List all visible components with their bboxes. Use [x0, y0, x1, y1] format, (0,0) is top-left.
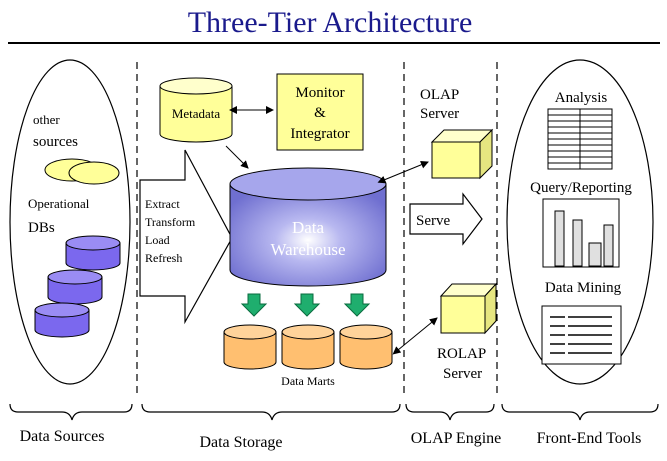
tier-front-end-tools: Front-End Tools — [537, 430, 642, 447]
integrator-label: Integrator — [290, 126, 349, 142]
tools-ellipse — [506, 59, 654, 385]
brace-engine — [405, 403, 495, 421]
tier-olap-engine: OLAP Engine — [411, 430, 502, 447]
other-source-ellipse-2 — [68, 161, 120, 185]
operational-db-1 — [65, 235, 121, 271]
sources-ellipse — [9, 59, 131, 385]
rolap-server-label: Server — [443, 366, 482, 382]
brace-frontend — [501, 403, 659, 421]
operational-db-2 — [47, 269, 103, 305]
brace-sources — [9, 403, 133, 421]
other-label: other — [33, 112, 60, 127]
down-arrow-1 — [240, 293, 268, 317]
monitor-label: Monitor — [295, 85, 344, 101]
data-mart-3 — [339, 324, 393, 370]
operational-db-3 — [34, 302, 90, 338]
warehouse-label: Warehouse — [270, 240, 345, 259]
warehouse-olap-arrow — [377, 160, 429, 184]
query-reporting-label: Query/Reporting — [530, 180, 632, 196]
monitor-integrator-box — [276, 73, 364, 151]
data-marts-label: Data Marts — [281, 374, 335, 388]
document-icon — [541, 305, 622, 365]
refresh-label: Refresh — [145, 251, 182, 265]
dbs-label: DBs — [28, 220, 55, 236]
sources-label: sources — [33, 134, 78, 150]
data-label: Data — [292, 218, 325, 237]
tier-data-sources: Data Sources — [20, 428, 105, 445]
marts-rolap-arrow — [392, 317, 438, 355]
data-mart-1 — [223, 324, 277, 370]
tier-data-storage: Data Storage — [199, 434, 282, 451]
serve-label: Serve — [416, 213, 450, 229]
down-arrow-3 — [343, 293, 371, 317]
brace-storage — [141, 403, 401, 421]
load-label: Load — [145, 233, 170, 247]
analysis-label: Analysis — [555, 90, 608, 106]
spreadsheet-icon — [547, 108, 613, 170]
metadata-db — [159, 77, 233, 143]
metadata-warehouse-arrow — [225, 145, 249, 169]
data-warehouse-db — [229, 167, 387, 287]
rolap-label: ROLAP — [437, 346, 486, 362]
bar-chart-icon — [542, 198, 620, 268]
data-mining-label: Data Mining — [545, 280, 622, 296]
olap-label: OLAP — [420, 87, 459, 103]
etl-arrow — [139, 149, 233, 325]
amp-label: & — [314, 105, 326, 121]
page-title: Three-Tier Architecture — [188, 6, 473, 39]
operational-label: Operational — [28, 196, 90, 211]
data-mart-2 — [281, 324, 335, 370]
rolap-server-cube — [439, 282, 498, 335]
transform-label: Transform — [145, 215, 196, 229]
olap-server-cube — [430, 128, 494, 180]
olap-server-label: Server — [420, 106, 459, 122]
extract-label: Extract — [145, 197, 180, 211]
serve-arrow — [409, 192, 483, 246]
down-arrow-2 — [293, 293, 321, 317]
metadata-label: Metadata — [172, 106, 221, 121]
